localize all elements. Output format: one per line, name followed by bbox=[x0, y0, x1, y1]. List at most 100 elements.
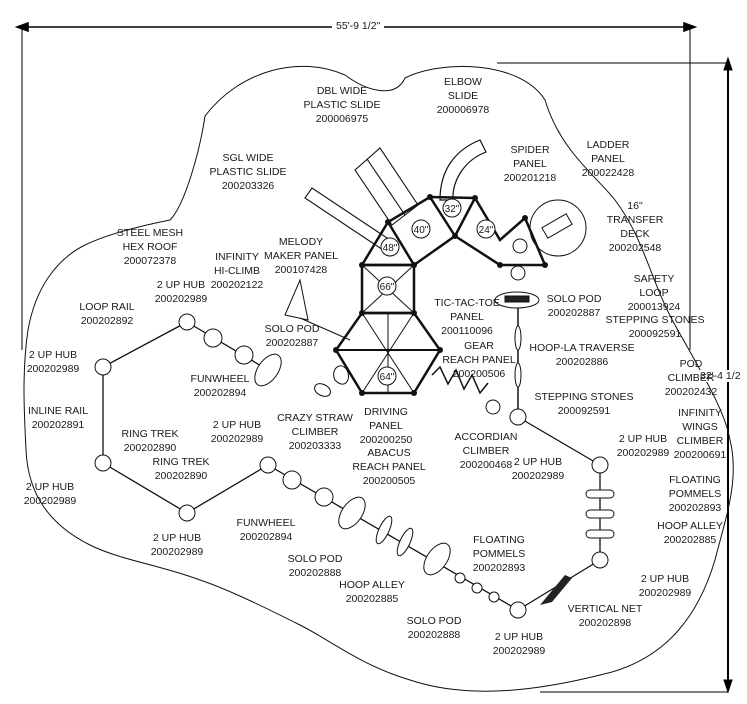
component-name-line: TRANSFER bbox=[606, 214, 664, 226]
component-part-number: 200202989 bbox=[638, 587, 692, 599]
component-name-line: FLOATING bbox=[669, 474, 721, 486]
component-name-line: HI-CLIMB bbox=[213, 265, 261, 277]
deck-height-64: 64" bbox=[380, 372, 395, 383]
height-dimension-label: 32'-4 1/2 bbox=[696, 370, 745, 382]
deck-height-48: 48" bbox=[383, 243, 398, 254]
component-part-number: 200203326 bbox=[221, 180, 275, 192]
component-part-number: 200202989 bbox=[154, 293, 208, 305]
component-name-line: SGL WIDE bbox=[222, 152, 274, 164]
component-part-number: 200022428 bbox=[581, 167, 635, 179]
component-name-line: PLASTIC SLIDE bbox=[303, 99, 381, 111]
component-name-line: RING TREK bbox=[152, 456, 210, 468]
deck-height-66: 66" bbox=[380, 282, 395, 293]
safety-surface-outline bbox=[23, 65, 734, 692]
component-part-number: 200110096 bbox=[441, 325, 493, 337]
component-name-line: HOOP ALLEY bbox=[657, 520, 723, 532]
hoop-la-traverse-shape bbox=[494, 291, 540, 410]
component-name-line: SAFETY bbox=[633, 273, 675, 285]
component-name-line: STEPPING STONES bbox=[605, 314, 705, 326]
component-name-line: INLINE RAIL bbox=[27, 405, 89, 417]
component-part-number: 200202432 bbox=[664, 386, 718, 398]
component-name-line: 2 UP HUB bbox=[156, 279, 206, 291]
component-name-line: SOLO POD bbox=[264, 323, 320, 335]
component-name-line: POMMELS bbox=[472, 548, 526, 560]
component-name-line: 2 UP HUB bbox=[494, 631, 544, 643]
component-label-floating-pommels-lower: FLOATING POMMELS 200202893 bbox=[473, 533, 526, 575]
component-name-line: FUNWHEEL bbox=[236, 517, 296, 529]
component-label-hoop-la-traverse: HOOP-LA TRAVERSE 200202886 bbox=[529, 341, 634, 369]
accordian-climber-shape bbox=[431, 365, 489, 395]
component-name-line: POD bbox=[679, 358, 703, 370]
component-part-number: 200006975 bbox=[315, 113, 369, 125]
component-part-number: 200013924 bbox=[627, 301, 681, 313]
component-part-number: 200202989 bbox=[492, 645, 546, 657]
component-name-line: MAKER PANEL bbox=[264, 250, 338, 262]
component-name-line: LADDER bbox=[586, 139, 630, 151]
component-name-line: PANEL bbox=[513, 158, 547, 170]
component-name-line: REACH PANEL bbox=[442, 354, 516, 366]
component-name-line: DRIVING bbox=[364, 406, 408, 418]
component-part-number: 200202892 bbox=[80, 315, 134, 327]
component-name-line: FLOATING bbox=[473, 534, 525, 546]
component-part-number: 200202887 bbox=[265, 337, 319, 349]
component-name-line: SOLO POD bbox=[287, 553, 343, 565]
component-name-line: POMMELS bbox=[668, 488, 722, 500]
component-part-number: 200202898 bbox=[578, 617, 632, 629]
component-part-number: 200202893 bbox=[472, 562, 526, 574]
melody-maker-link bbox=[299, 317, 351, 341]
component-name-line: SOLO POD bbox=[406, 615, 462, 627]
component-part-number: 200202894 bbox=[239, 531, 293, 543]
component-part-number: 200202989 bbox=[23, 495, 77, 507]
deck-height-24: 24" bbox=[479, 225, 494, 236]
component-name-line: 16" bbox=[627, 200, 643, 212]
component-name-line: SLIDE bbox=[447, 90, 479, 102]
component-label-driving-panel: DRIVING PANEL 200200250 bbox=[360, 405, 413, 447]
component-part-number: 200200506 bbox=[452, 368, 506, 380]
component-part-number: 200092591 bbox=[628, 328, 682, 340]
component-part-number: 200200468 bbox=[459, 459, 513, 471]
component-name-line: INFINITY bbox=[678, 407, 722, 419]
component-part-number: 200202989 bbox=[150, 546, 204, 558]
component-label-stepping-stones-mid: STEPPING STONES 200092591 bbox=[535, 390, 634, 418]
component-part-number: 200202887 bbox=[547, 307, 601, 319]
component-label-funwheel-lower: FUNWHEEL 200202894 bbox=[237, 516, 296, 544]
component-name-line: HOOP-LA TRAVERSE bbox=[529, 342, 635, 354]
component-name-line: 2 UP HUB bbox=[25, 481, 75, 493]
component-name-line: HOOP ALLEY bbox=[339, 579, 405, 591]
component-part-number: 200202989 bbox=[511, 470, 565, 482]
component-part-number: 200202886 bbox=[555, 356, 609, 368]
component-part-number: 200092591 bbox=[557, 405, 611, 417]
elbow-slide-shape bbox=[439, 139, 487, 201]
component-name-line: PANEL bbox=[369, 420, 403, 432]
component-name-line: CLIMBER bbox=[667, 372, 715, 384]
funwheel-upper-shape bbox=[203, 328, 282, 387]
component-name-line: CLIMBER bbox=[462, 445, 510, 457]
component-part-number: 200202122 bbox=[210, 279, 264, 291]
component-label-solo-pod-upper-left: SOLO POD 200202887 bbox=[265, 322, 320, 350]
component-name-line: STEPPING STONES bbox=[534, 391, 634, 403]
component-part-number: 200202548 bbox=[608, 242, 662, 254]
component-part-number: 200200250 bbox=[359, 434, 413, 446]
